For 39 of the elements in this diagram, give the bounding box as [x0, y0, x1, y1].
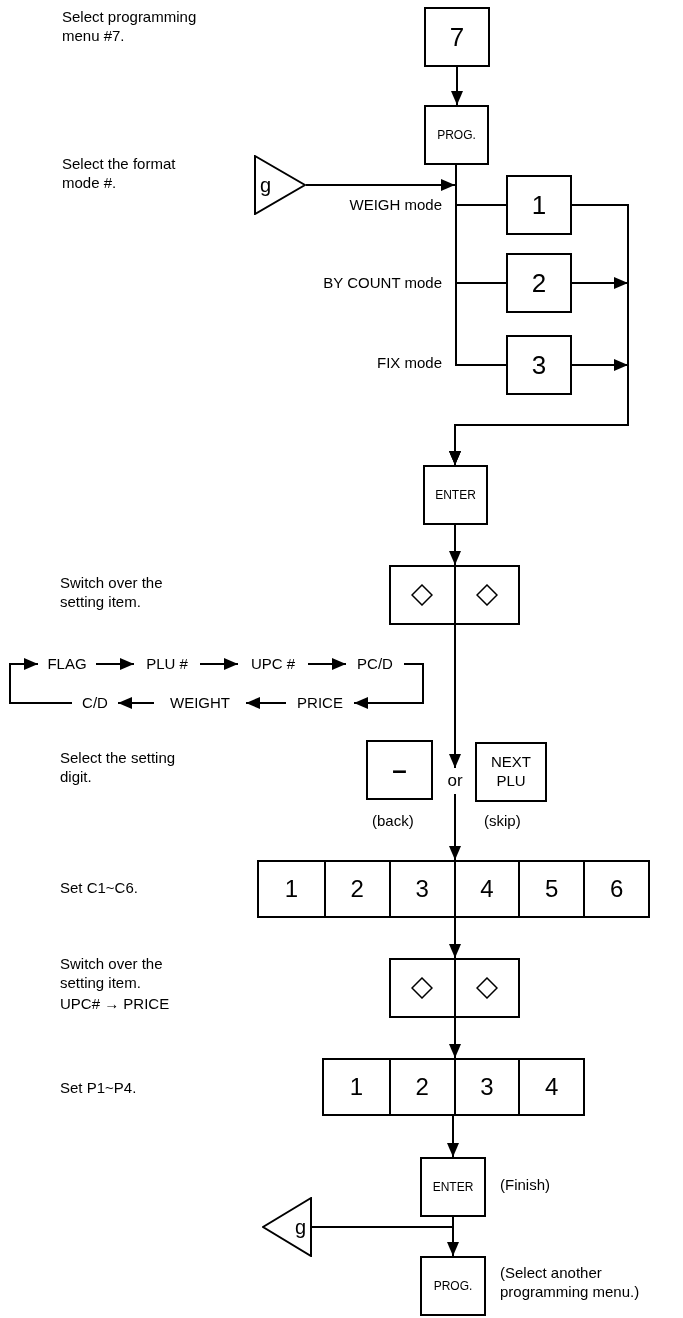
instruction-text: FIX mode	[375, 354, 442, 373]
key-note: (Finish)	[500, 1176, 551, 1195]
key-note: (Select another programming menu.)	[500, 1264, 641, 1302]
key: ENTER	[423, 465, 488, 525]
setting-item: PLU #	[134, 652, 200, 676]
instruction-text: BY COUNT mode	[322, 274, 442, 293]
setting-item: FLAG	[38, 652, 96, 676]
key-note: (back)	[372, 812, 415, 831]
triangle-key: g	[254, 155, 306, 215]
triangle-key: g	[262, 1197, 312, 1257]
instruction-text: Select the format mode #.	[62, 155, 177, 193]
arrow-key-pair	[389, 958, 520, 1018]
instruction-text: UPC# → PRICE	[60, 995, 171, 1014]
setting-item: C/D	[72, 691, 118, 715]
key-note: (skip)	[484, 812, 522, 831]
key: ENTER	[420, 1157, 486, 1217]
setting-item: WEIGHT	[154, 691, 246, 715]
instruction-text: Switch over the setting item.	[60, 574, 164, 612]
instruction-text: Set P1~P4.	[60, 1079, 138, 1098]
key: 7	[424, 7, 490, 67]
instruction-text: Select programming menu #7.	[62, 8, 198, 46]
instruction-text: Switch over the setting item.	[60, 955, 164, 993]
key: 2	[506, 253, 572, 313]
instruction-text: Set C1~C6.	[60, 879, 139, 898]
setting-item: PC/D	[346, 652, 404, 676]
or-text: or	[438, 768, 472, 794]
key: 1	[506, 175, 572, 235]
key: –	[366, 740, 433, 800]
setting-item: PRICE	[286, 691, 354, 715]
key: NEXT PLU	[475, 742, 547, 802]
key: PROG.	[420, 1256, 486, 1316]
instruction-text: WEIGH mode	[348, 196, 442, 215]
key: PROG.	[424, 105, 489, 165]
digit-row	[257, 860, 650, 918]
setting-item: UPC #	[238, 652, 308, 676]
arrow-key-pair	[389, 565, 520, 625]
digit-row	[322, 1058, 585, 1116]
key: 3	[506, 335, 572, 395]
instruction-text: Select the setting digit.	[60, 749, 177, 787]
